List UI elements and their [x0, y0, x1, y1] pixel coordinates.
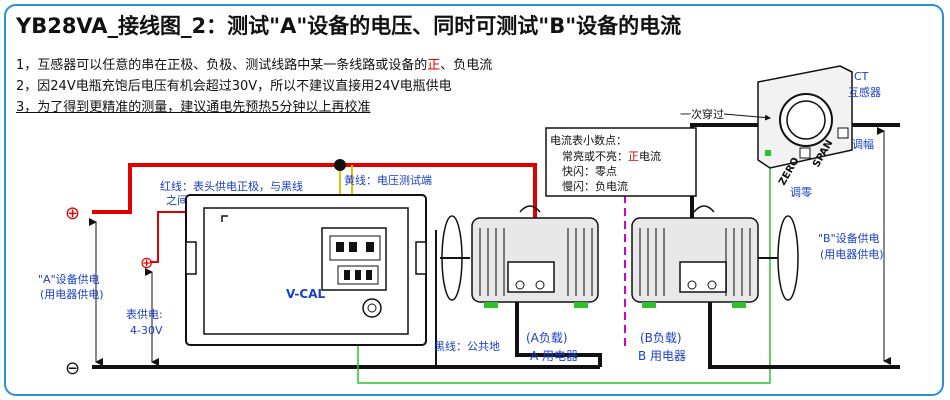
a-supply-label-1: "A"设备供电: [38, 272, 100, 286]
dp-line-1-post: 电流: [639, 149, 661, 163]
dp-line-2: 快闪：零点: [562, 164, 617, 178]
ct-label-2: 互感器: [848, 86, 881, 99]
note-2: 2，因24V电瓶充饱后电压有机会超过30V，所以不建议直接用24V电瓶供电: [16, 79, 452, 94]
red-wire-note-1: 红线：表头供电正极，与黑线: [160, 179, 303, 193]
a-supply-label-2: (用电器供电): [40, 287, 104, 301]
note-3: 3，为了得到更精准的测量，建议通电先预热5分钟以上再校准: [16, 100, 371, 115]
yellow-wire-note: 黄线：电压测试端: [344, 173, 432, 187]
pass-once-arrow: [723, 113, 771, 121]
diagram-title: YB28VA_接线图_2：测试"A"设备的电压、同时可测试"B"设备的电流: [16, 14, 682, 38]
note-1-red: 正: [427, 58, 441, 73]
ct-label-1: CT: [854, 70, 869, 83]
vcal-label: V-CAL: [286, 287, 325, 301]
red-positive-wire: [92, 163, 537, 285]
b-negative-wire: [708, 285, 900, 369]
meter-body: [185, 194, 427, 346]
load-a-label-2: A 用电器: [530, 349, 578, 363]
dp-line-1-red: 正: [628, 150, 639, 163]
dp-title: 电流表小数点：: [550, 133, 627, 147]
motor-b-icon: [631, 205, 799, 308]
minus-terminal-left: ⊖: [65, 358, 80, 379]
note-1-pre: 1，互感器可以任意的串在正极、负极、测试线路中某一条线路或设备的: [16, 58, 428, 73]
dp-line-1-pre: 常亮或不亮：: [562, 149, 628, 163]
black-wire-note: 黑线：公共地: [434, 339, 500, 353]
note-1-post: 、负电流: [440, 58, 493, 73]
plus-terminal-left: ⊕: [65, 203, 80, 224]
b-supply-label-2: (用电器供电): [820, 247, 884, 261]
pass-once-label: 一次穿过: [680, 107, 724, 121]
decimal-point-box: [545, 127, 697, 197]
diagram-frame: [4, 4, 944, 396]
meter-supply-label-2: 4-30V: [130, 324, 163, 337]
dp-line-3: 慢闪：负电流: [562, 179, 628, 193]
load-a-return-wire: [515, 285, 602, 367]
meter-supply-label-1: 表供电:: [126, 307, 163, 321]
junction-dot: [334, 159, 346, 171]
note-1: 1，互感器可以任意的串在正极、负极、测试线路中某一条线路或设备的正、负电流: [16, 54, 492, 73]
load-a-label-1: (A负载): [526, 331, 568, 345]
b-supply-label-1: "B"设备供电: [818, 231, 880, 245]
zero-cn-label: 调零: [790, 186, 812, 199]
plus-terminal-meter: ⊕: [140, 253, 153, 272]
load-b-label-1: (B负载): [640, 331, 682, 345]
ct-sensor-icon: [757, 65, 853, 169]
dp-line-1: 常亮或不亮：正电流: [562, 149, 661, 163]
span-cn-label: 调幅: [852, 138, 874, 151]
load-b-label-2: B 用电器: [638, 349, 686, 363]
motor-a-icon: [440, 205, 599, 308]
